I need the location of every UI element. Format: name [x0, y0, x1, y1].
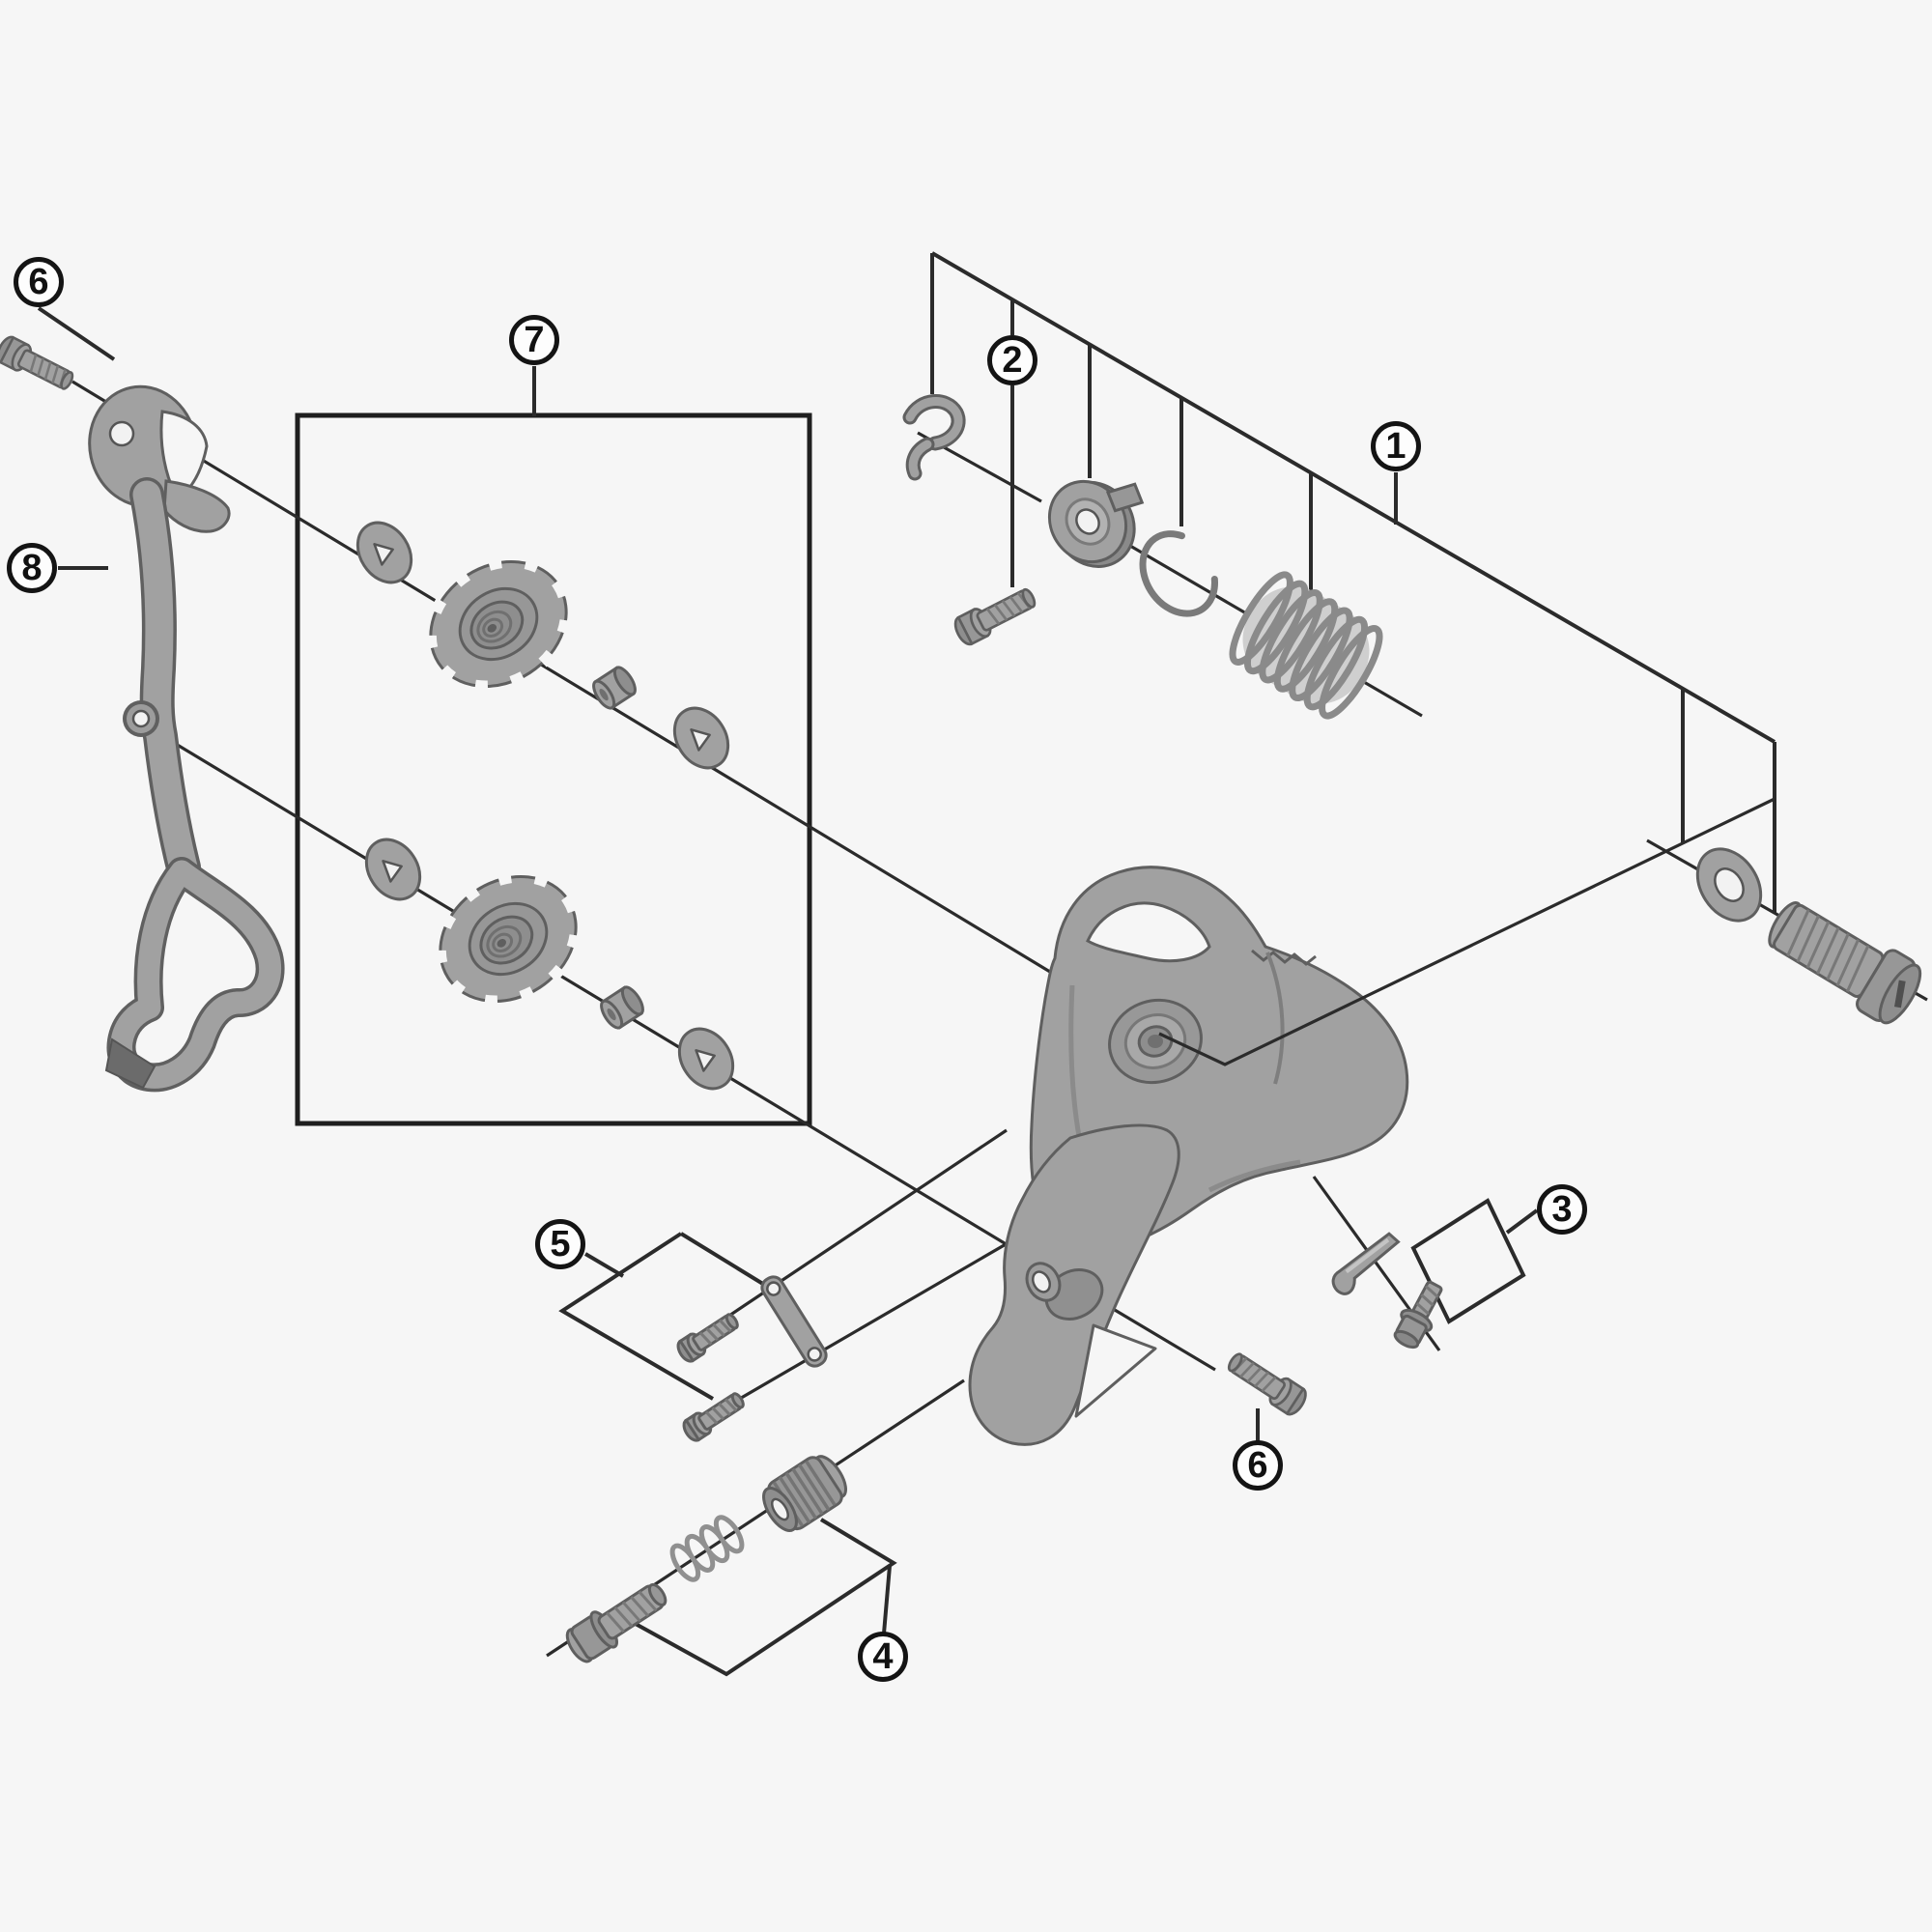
pulley-group-box [295, 412, 812, 1126]
b-axle-assembly-leader [1158, 797, 1776, 1066]
callout-6-lower: 6 [1233, 1440, 1283, 1491]
b-axle-clip [902, 394, 966, 481]
cable-fixing-bolt [1393, 1280, 1443, 1350]
snap-ring [1139, 530, 1218, 617]
barrel-adjuster-knob [762, 1455, 847, 1532]
adjuster-bolt [565, 1582, 668, 1663]
body-ratchet-teeth [1251, 949, 1317, 966]
callout-1: 1 [1371, 421, 1421, 471]
body-handle-opening [1086, 901, 1211, 963]
callout-6-upper-left: 6 [14, 257, 64, 307]
pulley-bushing [592, 666, 637, 710]
cable-adjuster-group [565, 1455, 847, 1663]
pulley-bushing [600, 985, 644, 1030]
callout-4: 4 [858, 1632, 908, 1682]
plate-stop-tab [162, 479, 231, 533]
pulley-assembly-upper [355, 521, 730, 770]
guide-pulley [424, 555, 573, 693]
part-inner-plate [88, 384, 285, 1093]
pulley-washer [672, 706, 730, 770]
callout-7: 7 [509, 315, 559, 365]
adjust-plate [760, 1275, 828, 1368]
pulley-washer [355, 521, 413, 584]
plate-upper-hole [108, 420, 135, 447]
plate-top-cutout [159, 410, 209, 501]
b-tension-stopper-cam [1047, 479, 1145, 568]
callout-5: 5 [535, 1219, 585, 1269]
b-tension-spring [1229, 571, 1383, 720]
adjuster-spring [669, 1515, 745, 1582]
cable-fixing-group [1331, 1232, 1443, 1350]
outer-plate-pivot-hole [1031, 1270, 1052, 1293]
b-axle-washer [1695, 847, 1763, 923]
plate-lower-hole [131, 709, 151, 728]
plate-bottom-tip [104, 1037, 156, 1090]
pulley-washer [677, 1027, 735, 1091]
leader-lines [37, 251, 1928, 1677]
pulley-bolt-upper-icon [0, 335, 74, 390]
adjust-screw [676, 1313, 739, 1363]
part-outer-plate [968, 1123, 1180, 1446]
callout-3: 3 [1537, 1184, 1587, 1235]
cam-tab [1105, 482, 1145, 513]
adjust-screw [682, 1392, 745, 1442]
b-axle-bolt [1768, 900, 1922, 1025]
outer-plate-cutout [1074, 1323, 1157, 1418]
callout-8: 8 [7, 543, 57, 593]
tension-pulley [434, 870, 582, 1008]
callout-2: 2 [987, 335, 1037, 385]
bolt-slot [1894, 980, 1906, 1009]
pulley-assembly-lower [364, 838, 735, 1091]
stroke-adjust-group [676, 1275, 828, 1442]
cable-fixing-plate [1331, 1232, 1401, 1295]
pulley-bolt-lower-icon [1227, 1352, 1307, 1416]
pulley-washer [364, 838, 422, 901]
b-axle-fixing-bolt [953, 587, 1037, 646]
